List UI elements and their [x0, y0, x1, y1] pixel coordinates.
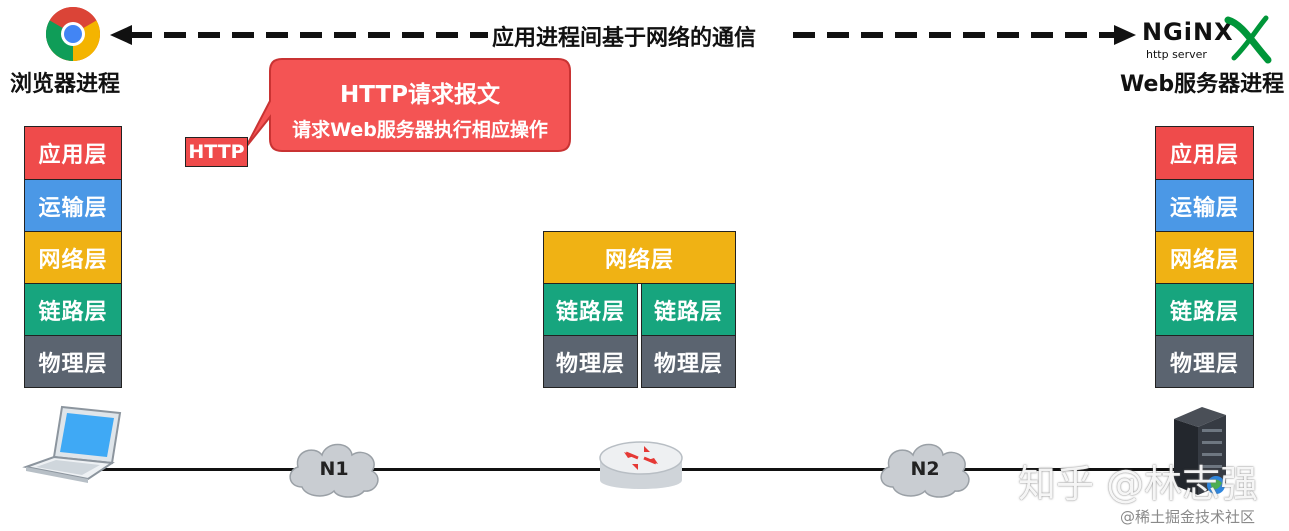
arrow-label: 应用进程间基于网络的通信 [492, 26, 757, 51]
callout-subtitle: 请求Web服务器执行相应操作 [292, 119, 548, 141]
left-transport-layer: 运输层 [24, 179, 122, 232]
callout-title: HTTP请求报文 [339, 82, 500, 108]
router-link-layer-right: 链路层 [641, 283, 736, 336]
network-cloud-n1: N1 [284, 435, 384, 501]
left-process-label: 浏览器进程 [10, 72, 121, 97]
nginx-wordmark: NGiNX [1142, 18, 1234, 46]
zhihu-watermark: 知乎 @林志强 [1018, 462, 1259, 506]
chrome-icon [44, 5, 102, 63]
left-network-layer: 网络层 [24, 231, 122, 284]
left-link-layer: 链路层 [24, 283, 122, 336]
right-transport-layer: 运输层 [1155, 179, 1254, 232]
right-link-layer: 链路层 [1155, 283, 1254, 336]
router-physical-layer-right: 物理层 [641, 335, 736, 388]
nginx-logo: NGiNX http server [1142, 12, 1274, 66]
server-icon [1168, 405, 1228, 497]
nginx-subtitle: http server [1146, 48, 1207, 61]
router-network-layer: 网络层 [543, 231, 736, 284]
router-physical-layer-left: 物理层 [543, 335, 638, 388]
n2-label: N2 [910, 458, 939, 480]
right-network-layer: 网络层 [1155, 231, 1254, 284]
left-physical-layer: 物理层 [24, 335, 122, 388]
router-icon [598, 436, 684, 500]
right-app-layer: 应用层 [1155, 126, 1254, 180]
laptop-icon [22, 405, 122, 485]
juejin-watermark: @稀土掘金技术社区 [1120, 508, 1256, 526]
left-app-layer: 应用层 [24, 126, 122, 180]
network-cloud-n2: N2 [875, 435, 975, 501]
right-physical-layer: 物理层 [1155, 335, 1254, 388]
router-link-layer-left: 链路层 [543, 283, 638, 336]
n1-label: N1 [319, 458, 348, 480]
communication-arrow [108, 22, 1138, 48]
http-message-tag: HTTP [185, 137, 248, 167]
http-callout: HTTP请求报文 请求Web服务器执行相应操作 [232, 57, 574, 157]
right-process-label: Web服务器进程 [1120, 72, 1285, 97]
